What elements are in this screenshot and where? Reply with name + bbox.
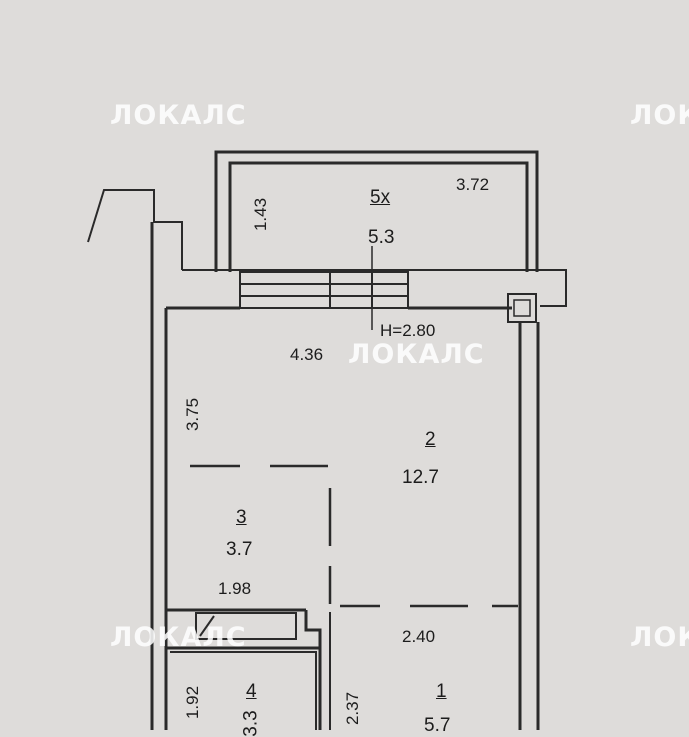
balcony-outer-wall [214, 150, 539, 272]
room2-area: 12.7 [402, 467, 439, 488]
room4-depth-label: 1.92 [183, 685, 203, 720]
room3-area: 3.7 [226, 539, 253, 560]
room1-number: 1 [436, 681, 447, 702]
facade-line [182, 269, 567, 307]
room3-width-label: 1.98 [218, 579, 252, 598]
ceiling-height-label: H=2.80 [380, 321, 436, 340]
vent-shaft [507, 293, 537, 323]
balcony-window-frame [239, 271, 409, 309]
room2-depth-label: 3.75 [183, 397, 203, 432]
bathroom-fixture [195, 612, 297, 640]
balcony-area: 5.3 [368, 227, 395, 248]
room1-area: 5.7 [424, 715, 451, 736]
watermark-bottom-right: ЛОКАЛС [630, 622, 689, 653]
room2-width-label: 4.36 [290, 345, 324, 364]
balcony-width-label: 3.72 [456, 175, 490, 194]
room4-number: 4 [246, 681, 257, 702]
room2-number: 2 [425, 429, 436, 450]
room4-area: 3.3 [240, 710, 262, 737]
watermark-bottom-left: ЛОКАЛС [110, 622, 247, 653]
watermark-top-left: ЛОКАЛС [110, 100, 247, 131]
room1-width-label: 2.40 [402, 627, 436, 646]
watermark-center: ЛОКАЛС [348, 339, 485, 370]
balcony-room-number: 5х [370, 187, 391, 208]
room1-depth-label: 2.37 [343, 691, 363, 726]
watermark-top-right: ЛОКАЛС [630, 100, 689, 131]
balcony-depth-label: 1.43 [251, 197, 271, 232]
bathroom-walls [166, 610, 322, 730]
balcony-inner-wall [228, 161, 529, 272]
left-outer-wall [87, 189, 183, 270]
room3-number: 3 [236, 507, 247, 528]
